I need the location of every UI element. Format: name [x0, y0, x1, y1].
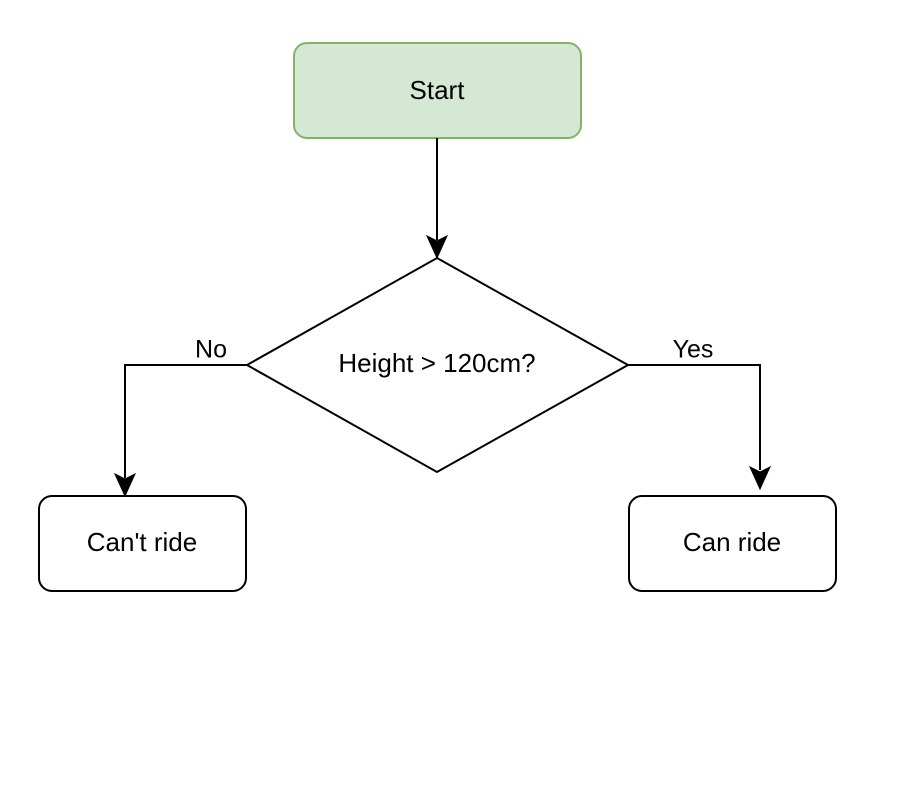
start-node-label: Start	[410, 75, 466, 105]
can-ride-node: Can ride	[628, 495, 837, 592]
no-branch-label: No	[195, 336, 227, 364]
edge-yes-branch-line	[628, 364, 761, 470]
cant-ride-node-shape	[38, 495, 247, 592]
can-ride-node-shape	[628, 495, 837, 592]
edge-start-to-decision-arrowhead	[425, 234, 449, 260]
decision-node-label: Height > 120cm?	[338, 348, 535, 378]
edge-yes-branch: Yes	[628, 336, 772, 491]
cant-ride-node-label: Can't ride	[87, 527, 197, 557]
edge-no-branch-line	[124, 364, 247, 478]
cant-ride-node: Can't ride	[38, 495, 247, 592]
edge-no-branch: No	[113, 336, 247, 498]
decision-node: Height > 120cm?	[244, 256, 631, 474]
yes-branch-label: Yes	[673, 336, 714, 364]
edge-no-branch-arrowhead	[113, 472, 137, 498]
decision-node-shape	[244, 256, 631, 474]
start-node: Start	[293, 42, 582, 139]
edge-yes-branch-arrowhead	[748, 465, 772, 491]
can-ride-node-label: Can ride	[683, 527, 781, 557]
edge-start-to-decision	[425, 138, 449, 260]
